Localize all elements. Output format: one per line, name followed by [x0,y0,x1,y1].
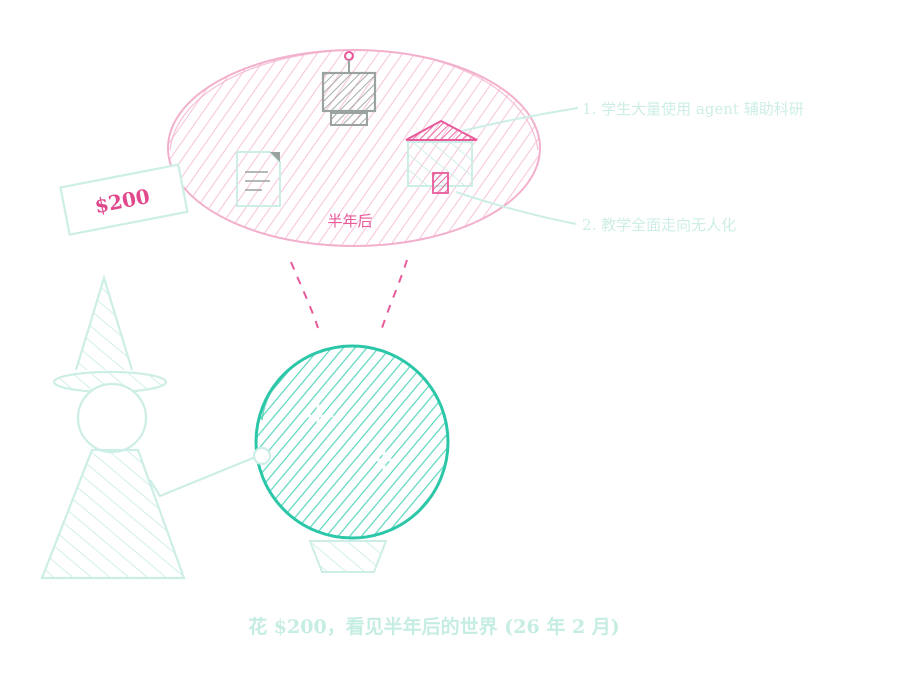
wizard-robe [40,448,186,580]
bubble-connectors [290,259,408,329]
price-tag: $200 [59,163,189,236]
note-leader-lines [455,107,579,225]
crystal-ball [254,344,450,540]
sparkle-icon [302,400,398,474]
ball-stand [308,540,388,573]
thought-bubble [167,49,541,247]
wizard-figure [40,274,272,580]
wizard-arm [149,454,259,498]
document-icon [236,151,281,207]
bubble-title: 半年后 [327,212,372,230]
wizard-hat [74,274,134,371]
wizard-head [76,382,148,454]
caption: 花 $200，看见半年后的世界 (26 年 2 月) [248,615,620,638]
note-2: 2. 教学全面走向无人化 [582,216,736,234]
note-1: 1. 学生大量使用 agent 辅助科研 [582,100,804,118]
school-icon [405,119,478,194]
computer-icon [321,51,377,126]
wizard-hand [252,446,272,466]
